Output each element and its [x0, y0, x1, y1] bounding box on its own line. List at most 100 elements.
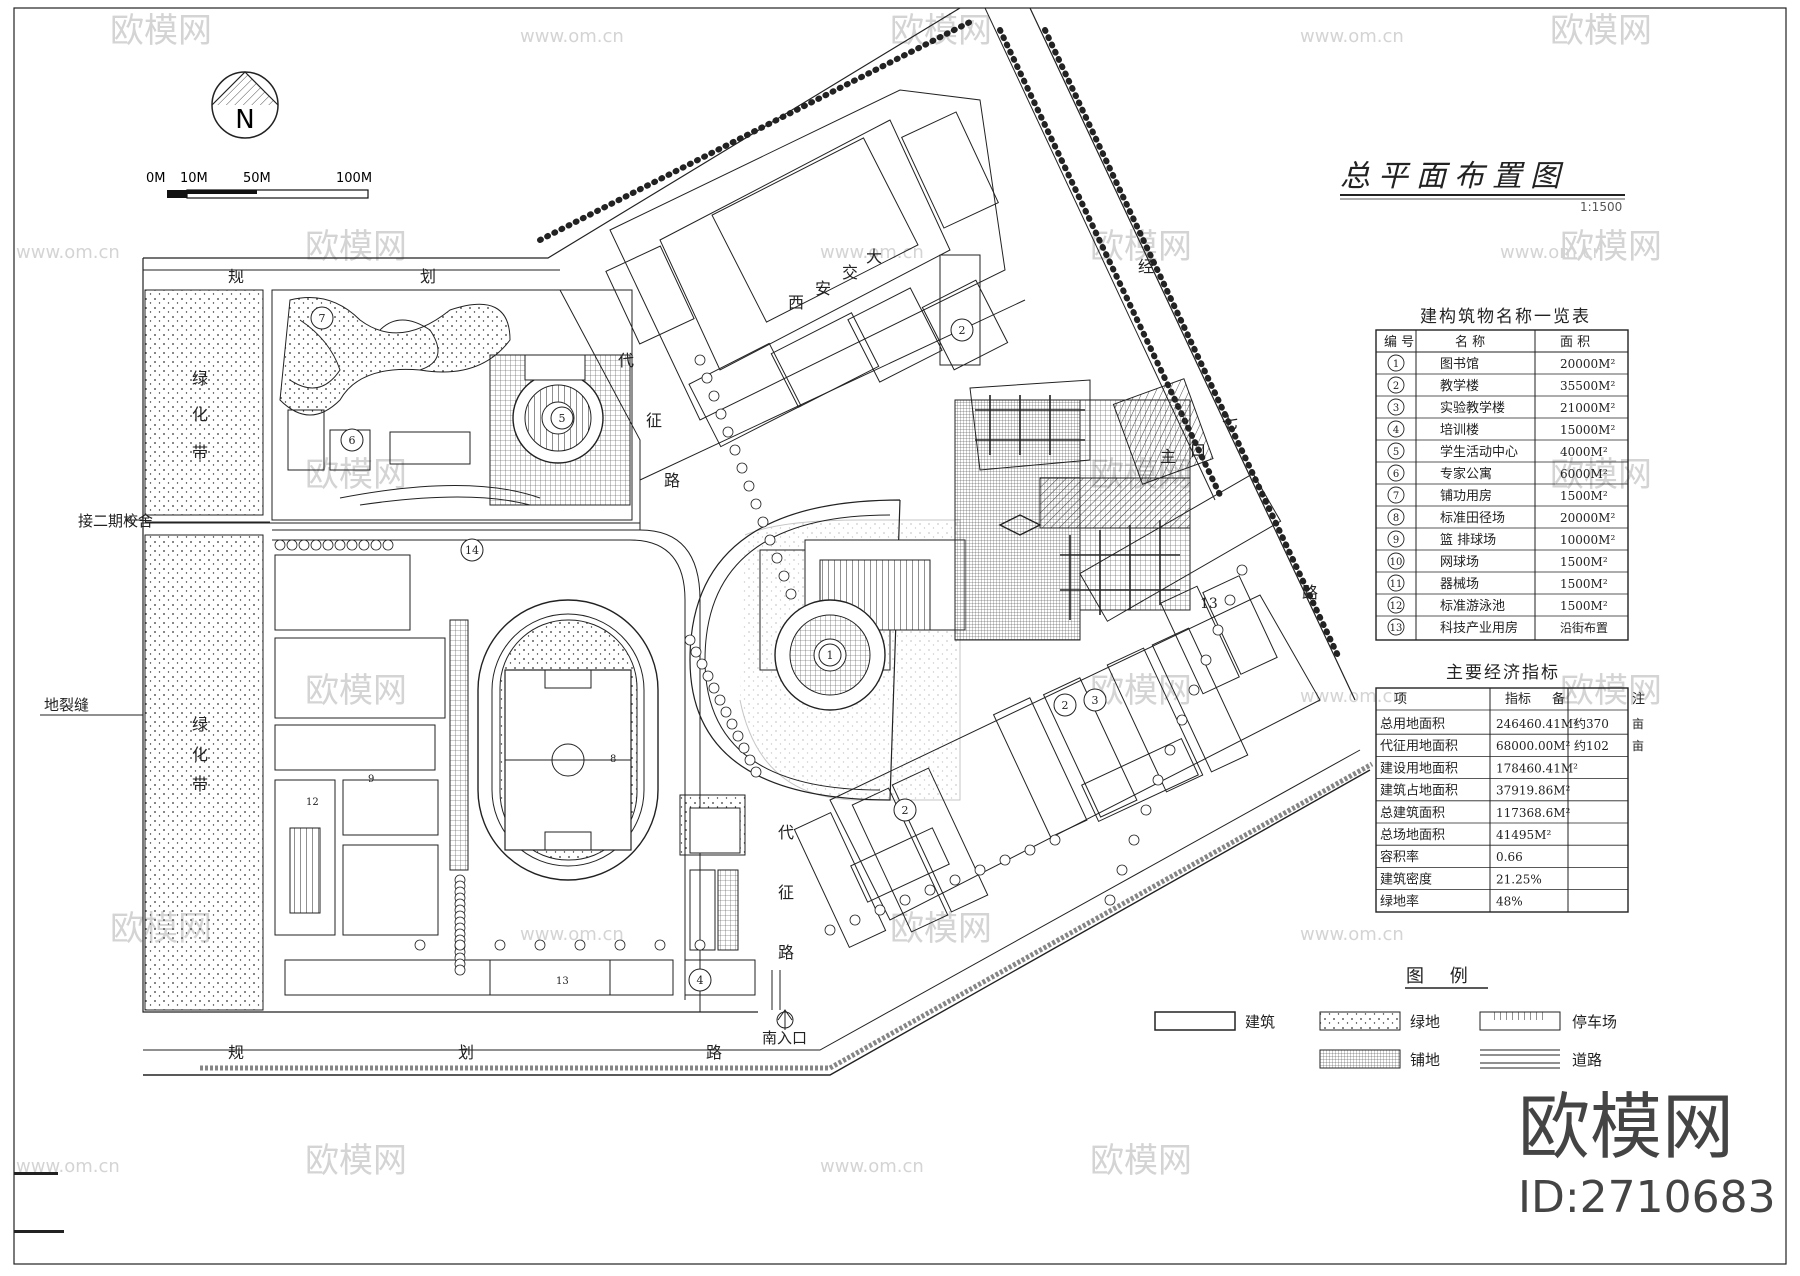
econ-header-note: 备 [1552, 691, 1565, 707]
watermark-url: www.om.cn [1300, 924, 1404, 945]
watermark-brand: 欧模网 [1560, 671, 1662, 711]
econ-item: 建筑密度 [1380, 871, 1432, 887]
building-number: 13 [1390, 623, 1403, 634]
building-area: 1500M² [1560, 555, 1608, 569]
watermark-brand: 欧模网 [110, 11, 212, 51]
building-name: 篮 排球场 [1440, 533, 1496, 548]
main-gate-label: 口 [1190, 441, 1206, 460]
watermark-url: www.om.cn [820, 242, 924, 263]
econ-value: 48% [1496, 895, 1523, 909]
building-number: 3 [1393, 403, 1399, 414]
building-number-circle [1387, 442, 1405, 460]
building-number: 4 [1393, 425, 1399, 436]
marker-circle [340, 428, 364, 452]
building-number-circle [1387, 618, 1405, 636]
road-label-center: 征 [778, 883, 794, 902]
building-number-circle [1387, 464, 1405, 482]
building-13-label: 13 [1200, 596, 1218, 612]
econ-value: 37919.86M² [1496, 784, 1571, 798]
campus-label: 西 [788, 293, 804, 312]
drawing-scale: 1:1500 [1580, 200, 1622, 214]
campus-label: 交 [842, 263, 858, 282]
econ-item: 建筑占地面积 [1380, 783, 1458, 799]
north-letter: N [235, 105, 254, 135]
green-belt-label: 绿 [192, 369, 208, 388]
legend-title: 图 例 [1406, 966, 1478, 987]
phase2-label: 接二期校舍 [78, 512, 153, 530]
main-gate-label: 主 [1160, 447, 1176, 466]
legend-label-building: 建筑 [1245, 1013, 1275, 1031]
watermark-brand: 欧模网 [305, 671, 407, 711]
building-number: 10 [1390, 557, 1403, 568]
buildings-header-area: 面 积 [1560, 335, 1590, 350]
marker-number: 4 [697, 974, 704, 987]
legend-label-parking: 停车场 [1572, 1013, 1617, 1031]
marker-number: 7 [319, 312, 326, 325]
geo-fissure-label: 地裂缝 [44, 696, 89, 714]
road-label-right: 经 [1138, 257, 1154, 276]
watermark-brand: 欧模网 [890, 909, 992, 949]
econ-header-item: 项 [1394, 692, 1407, 707]
building-number-circle [1387, 530, 1405, 548]
marker-number: 14 [465, 544, 479, 557]
building-area: 沿街布置 [1560, 621, 1608, 635]
building-number-circle [1387, 508, 1405, 526]
marker-circle [950, 318, 974, 342]
building-number: 2 [1393, 381, 1399, 392]
campus-label: 大 [866, 247, 882, 266]
marker-circle [688, 968, 712, 992]
marker-number: 2 [1062, 699, 1069, 712]
watermark-brand: 欧模网 [1090, 1141, 1192, 1181]
watermark-brand: 欧模网 [305, 1141, 407, 1181]
court-label: 9 [368, 774, 374, 785]
legend-swatch-paving [1319, 1049, 1401, 1069]
legend-swatch-building [1154, 1011, 1236, 1031]
building-number-circle [1387, 574, 1405, 592]
scale-label-100: 100M [336, 171, 372, 186]
road-label-bottom: 划 [458, 1043, 474, 1062]
building-name: 专家公寓 [1440, 466, 1492, 482]
building-number: 1 [1393, 359, 1399, 370]
watermark-brand-large: 欧模网 [1518, 1085, 1734, 1169]
econ-value: 21.25% [1496, 872, 1542, 886]
marker-number: 2 [959, 324, 966, 337]
watermark-url: www.om.cn [16, 242, 120, 263]
econ-unit: 亩 [1632, 716, 1644, 731]
building-number: 5 [1393, 447, 1399, 458]
watermark-brand: 欧模网 [890, 11, 992, 51]
building-name: 培训楼 [1440, 422, 1479, 438]
marker-number: 2 [902, 804, 909, 817]
marker-circle [1053, 693, 1077, 717]
marker-circle [460, 538, 484, 562]
watermark-url: www.om.cn [1300, 686, 1404, 707]
econ-header-note2: 注 [1632, 692, 1645, 707]
marker-number: 5 [559, 412, 566, 425]
road-label-diag: 路 [664, 471, 680, 490]
econ-header-value: 指标 [1505, 692, 1531, 707]
field-label: 8 [610, 754, 616, 765]
scale-label-50: 50M [243, 171, 271, 186]
green-belt-label: 化 [192, 745, 208, 764]
building-number-circle [1387, 398, 1405, 416]
econ-value: 246460.41M² [1496, 717, 1578, 731]
econ-table-title: 主要经济指标 [1446, 663, 1560, 683]
building-area: 1500M² [1560, 489, 1608, 503]
building-13-strip-label: 13 [556, 976, 569, 987]
watermark-brand: 欧模网 [305, 227, 407, 267]
building-name: 实验教学楼 [1440, 400, 1505, 416]
watermark-brand: 欧模网 [1090, 671, 1192, 711]
watermark-url: www.om.cn [820, 1156, 924, 1177]
watermark-id: ID:2710683 [1518, 1172, 1776, 1223]
road-label-diag: 代 [618, 351, 634, 370]
building-area: 21000M² [1560, 401, 1615, 415]
econ-note: 约102 [1574, 738, 1609, 753]
building-name: 铺功用房 [1440, 488, 1492, 504]
road-label-right: 路 [1302, 583, 1318, 602]
econ-value: 117368.6M² [1496, 806, 1571, 820]
building-area: 1500M² [1560, 599, 1608, 613]
road-label-diag: 征 [646, 411, 662, 430]
building-area: 4000M² [1560, 445, 1608, 459]
buildings-table-title: 建构筑物名称一览表 [1420, 307, 1591, 327]
